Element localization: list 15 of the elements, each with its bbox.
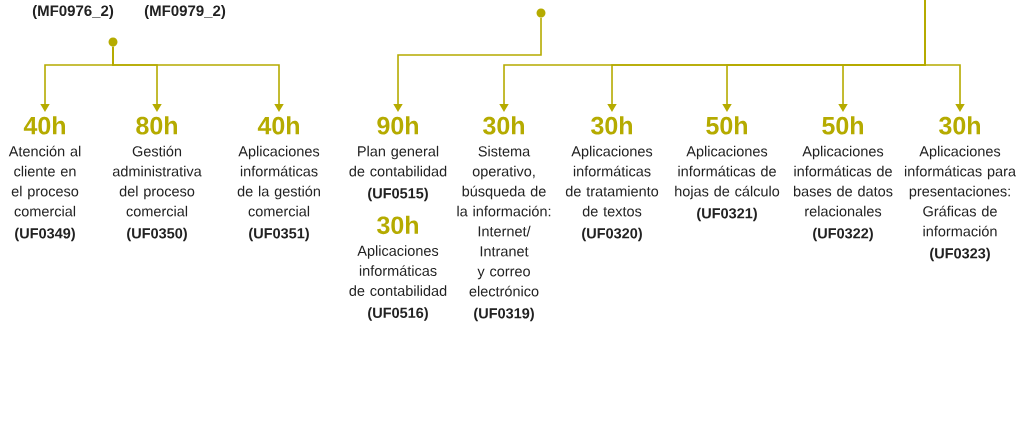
course-unit: 90h Plan general de contabilidad (UF0515) <box>349 116 447 202</box>
course-unit: 80h Gestión administrativa del proceso comercial (UF0350) <box>112 116 202 242</box>
course-unit: 30h Aplicaciones informáticas de contabilidad (UF0516) <box>349 215 447 321</box>
arrow <box>924 0 965 112</box>
module-code: (MF0976_2) <box>32 5 114 19</box>
course-unit: 40h Aplicaciones informáticas de la gestión comercial (UF0351) <box>237 116 320 242</box>
course-unit: 50h Aplicaciones informáticas de bases de datos relacionales (UF0322) <box>793 116 893 242</box>
course-unit: 50h Aplicaciones informáticas de hojas de cálculo (UF0321) <box>675 116 780 222</box>
course-unit: 30h Aplicaciones informáticas de tratamiento de textos (UF0320) <box>565 116 659 242</box>
arrow <box>393 16 542 112</box>
course-unit: 30h Aplicaciones informáticas para presentaciones: Gráficas de información (UF0323) <box>904 116 1016 262</box>
course-unit: 40h Atención al cliente en el proceso comercial (UF0349) <box>8 116 81 242</box>
module-code: (MF0979_2) <box>144 5 226 19</box>
course-unit: 30h Sistema operativo, búsqueda de la información: Internet/ Intranet y correo electrónico (UF0319) <box>457 116 551 322</box>
arrow <box>112 45 284 112</box>
